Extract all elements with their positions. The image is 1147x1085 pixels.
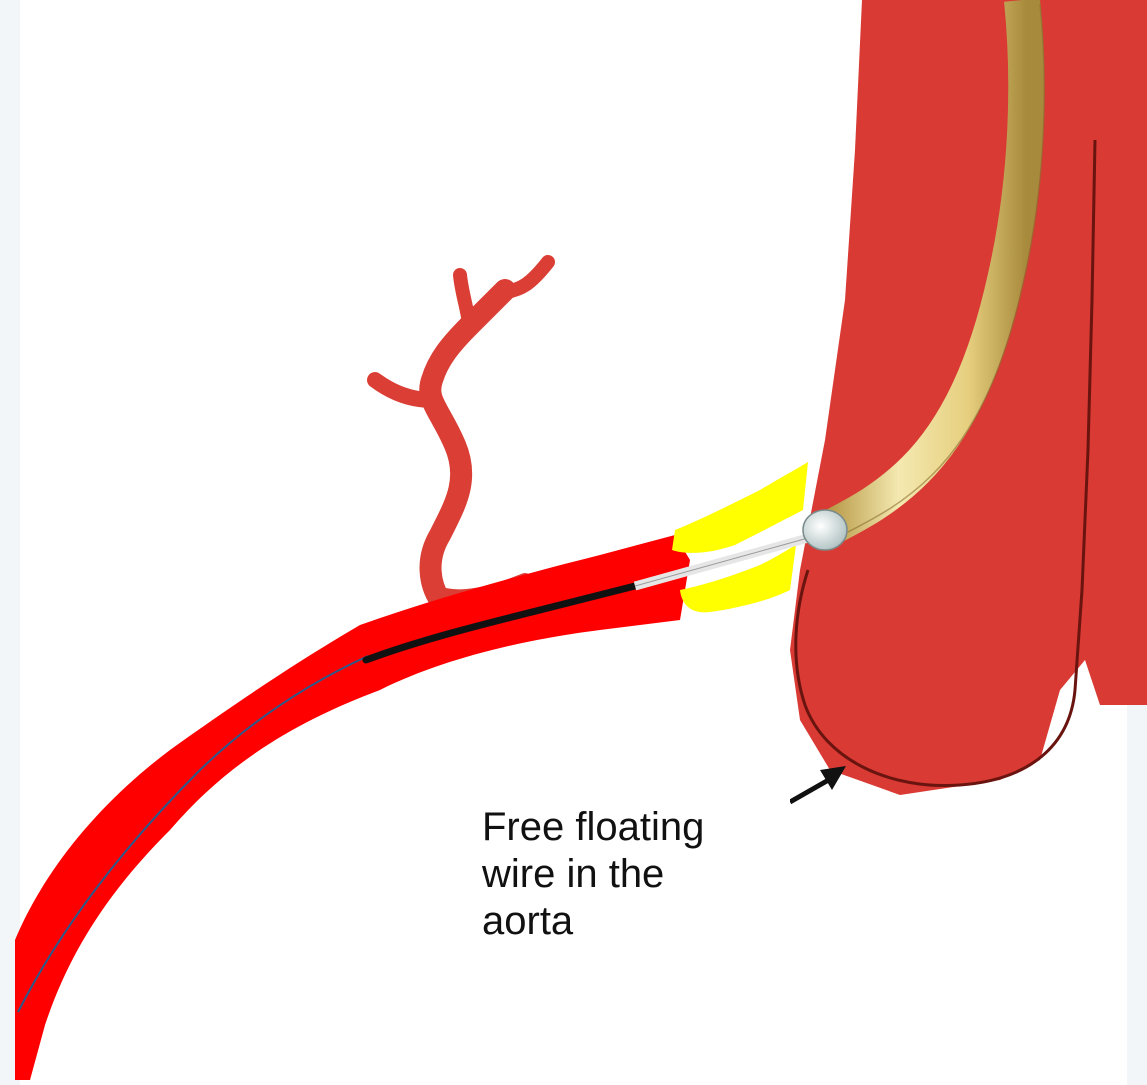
- annotation-line-3: aorta: [482, 898, 782, 945]
- side-branch: [375, 262, 548, 600]
- catheter-tip: [803, 510, 847, 550]
- annotation-label: Free floating wire in the aorta: [482, 804, 782, 945]
- calcified-lesion: [672, 462, 808, 612]
- annotation-line-1: Free floating: [482, 804, 782, 851]
- pointer-arrow: [790, 766, 846, 802]
- annotation-line-2: wire in the: [482, 851, 782, 898]
